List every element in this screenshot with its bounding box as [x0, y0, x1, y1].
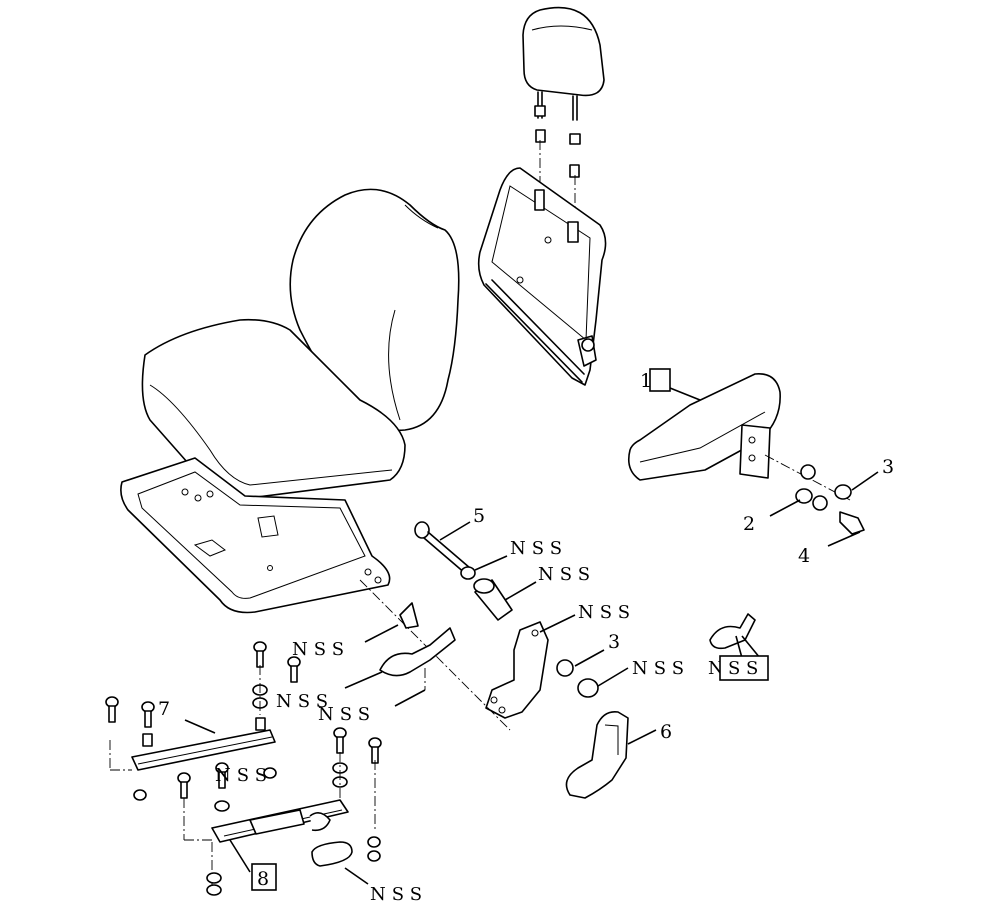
pivot-bracket	[359, 579, 599, 731]
callout-3-bracket: 3	[608, 631, 620, 653]
slide-assembly	[184, 799, 381, 896]
nss-label-7: NSS	[318, 704, 376, 725]
back-cushion	[289, 188, 460, 432]
callout-5: 5	[473, 505, 485, 527]
nss-label-2: NSS	[538, 564, 596, 585]
nss-label-4: NSS	[632, 658, 690, 679]
callout-8: 8	[251, 863, 277, 891]
headrest	[522, 6, 605, 121]
side-cover	[565, 710, 629, 799]
slide-rail	[109, 717, 276, 771]
seat-cushion	[141, 318, 406, 500]
nss-label-5: NSS	[292, 639, 350, 660]
nss-label-8: NSS	[215, 765, 273, 786]
callout-8-text: 8	[257, 868, 269, 890]
backrest-frame	[477, 167, 607, 386]
nss-label-3: NSS	[578, 602, 636, 623]
seat-pan	[120, 457, 391, 614]
nss-label-1: NSS	[510, 538, 568, 559]
recline-levers	[379, 602, 756, 690]
callout-1-text: 1	[640, 370, 652, 392]
callout-2: 2	[743, 513, 755, 535]
rail-bolts	[105, 641, 382, 840]
callout-1: 1	[640, 368, 671, 392]
callout-3-armrest: 3	[882, 456, 894, 478]
armrest-hardware	[795, 464, 865, 535]
callout-4: 4	[798, 545, 810, 567]
callout-6: 6	[660, 721, 672, 743]
bolt-and-spacers	[414, 521, 513, 621]
armrest	[627, 373, 851, 501]
leader-lines	[184, 387, 879, 885]
nss-label-6: NSS	[276, 691, 334, 712]
nss-label-9: NSS	[370, 884, 428, 905]
nss-boxed-text: SS	[728, 658, 764, 679]
callout-7: 7	[158, 698, 170, 720]
nss-label-boxed: N SS	[708, 655, 769, 681]
